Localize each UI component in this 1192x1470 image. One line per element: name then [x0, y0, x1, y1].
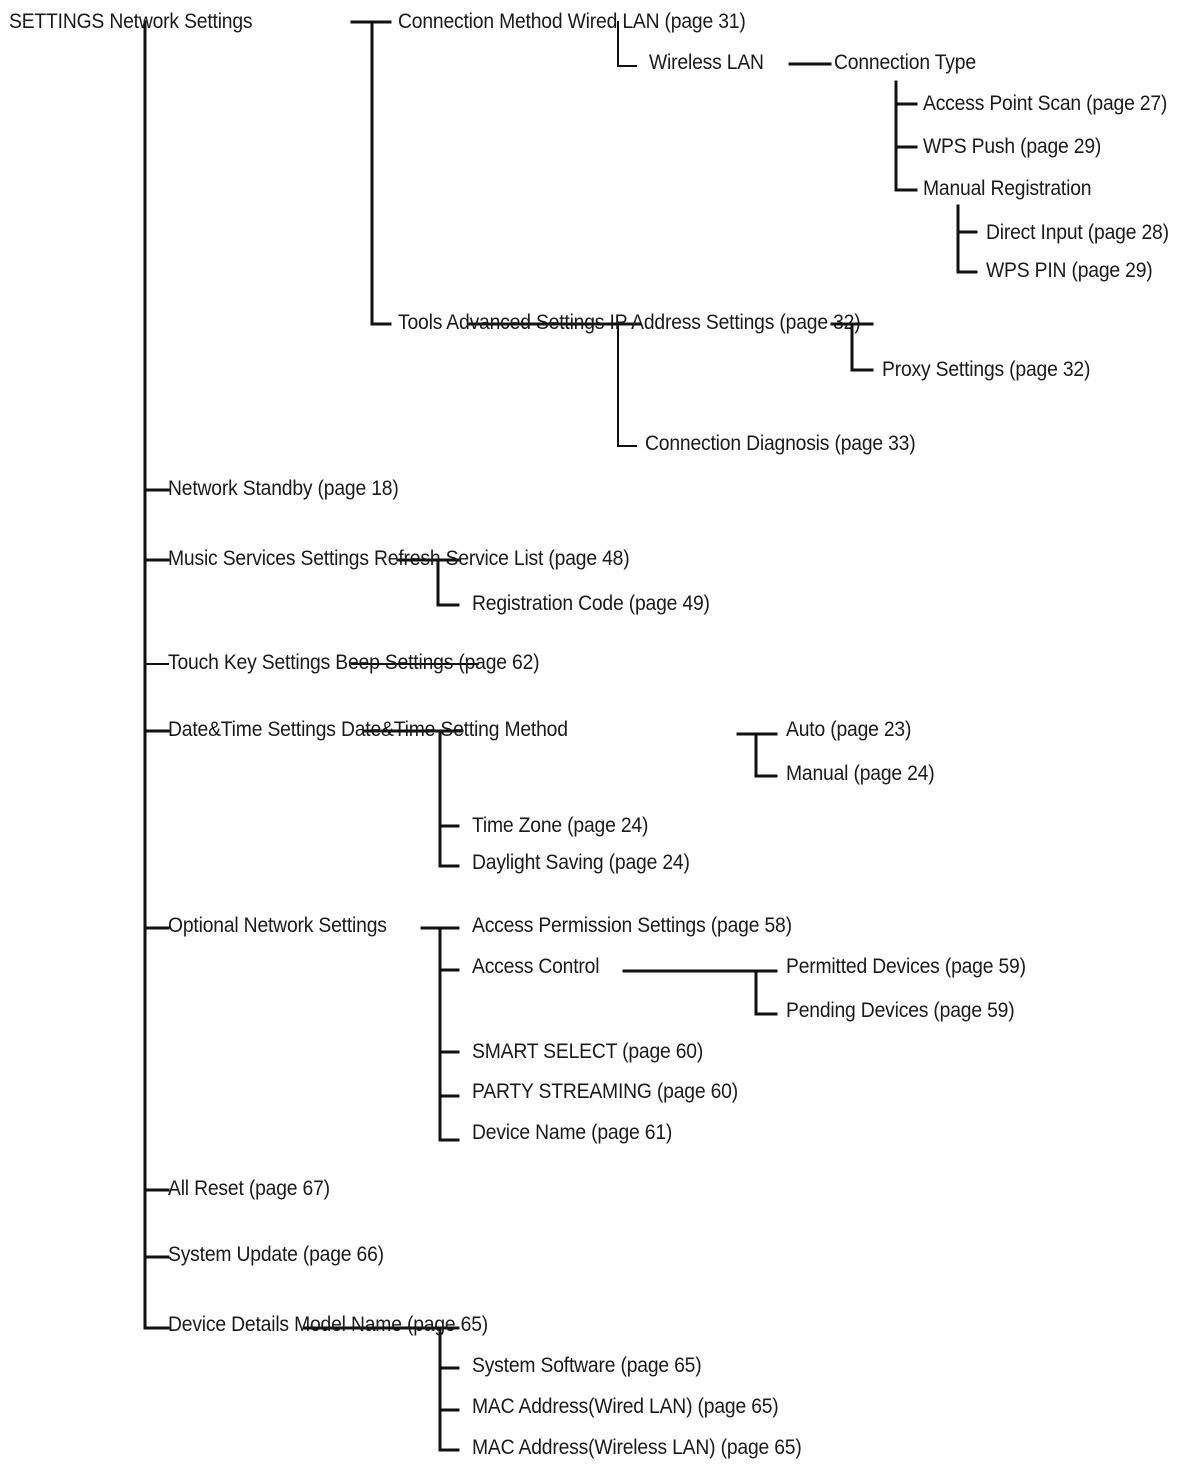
node-access-permission-settings: Access Permission Settings (page 58) — [472, 914, 792, 937]
node-system-update: System Update (page 66) — [168, 1243, 384, 1266]
node-registration-code: Registration Code (page 49) — [472, 592, 710, 615]
node-access-control: Access Control — [472, 955, 600, 978]
node-tools-ip-settings: Tools Advanced Settings IP Address Setti… — [398, 311, 861, 334]
node-date-time-settings: Date&Time Settings Date&Time Setting Met… — [168, 718, 568, 741]
node-manual-registration: Manual Registration — [923, 177, 1092, 200]
node-all-reset: All Reset (page 67) — [168, 1177, 330, 1200]
node-wireless-lan: Wireless LAN — [649, 51, 764, 74]
node-mac-address-wired: MAC Address(Wired LAN) (page 65) — [472, 1395, 779, 1418]
node-proxy-settings: Proxy Settings (page 32) — [882, 358, 1091, 381]
node-network-standby: Network Standby (page 18) — [168, 477, 399, 500]
node-access-point-scan: Access Point Scan (page 27) — [923, 92, 1168, 115]
node-optional-network-settings: Optional Network Settings — [168, 914, 387, 937]
node-direct-input: Direct Input (page 28) — [986, 221, 1169, 244]
node-device-name: Device Name (page 61) — [472, 1121, 673, 1144]
node-wps-push: WPS Push (page 29) — [923, 135, 1102, 158]
node-touch-key-settings: Touch Key Settings Beep Settings (page 6… — [168, 651, 540, 674]
node-music-services: Music Services Settings Refresh Service … — [168, 547, 630, 570]
node-connection-diagnosis: Connection Diagnosis (page 33) — [645, 432, 916, 455]
node-auto: Auto (page 23) — [786, 718, 912, 741]
node-permitted-devices: Permitted Devices (page 59) — [786, 955, 1026, 978]
node-wps-pin: WPS PIN (page 29) — [986, 259, 1153, 282]
node-connection-type: Connection Type — [834, 51, 976, 74]
node-smart-select: SMART SELECT (page 60) — [472, 1040, 704, 1063]
node-root-settings: SETTINGS Network Settings — [9, 10, 253, 33]
node-pending-devices: Pending Devices (page 59) — [786, 999, 1015, 1022]
node-daylight-saving: Daylight Saving (page 24) — [472, 851, 690, 874]
node-connection-method: Connection Method Wired LAN (page 31) — [398, 10, 746, 33]
node-manual: Manual (page 24) — [786, 762, 935, 785]
node-time-zone: Time Zone (page 24) — [472, 814, 649, 837]
node-party-streaming: PARTY STREAMING (page 60) — [472, 1080, 738, 1103]
node-device-details: Device Details Model Name (page 65) — [168, 1313, 489, 1336]
node-system-software: System Software (page 65) — [472, 1354, 702, 1377]
node-mac-address-wireless: MAC Address(Wireless LAN) (page 65) — [472, 1436, 802, 1459]
